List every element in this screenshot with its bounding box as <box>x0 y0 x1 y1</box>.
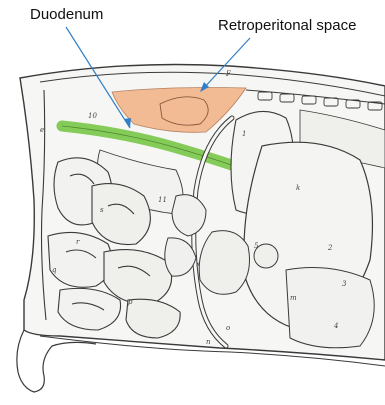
letter-label: 1 <box>242 130 246 138</box>
letter-label: x <box>196 260 200 268</box>
retroperitoneal-space-label: Retroperitonal space <box>218 17 356 34</box>
letter-label: 5 <box>254 242 259 250</box>
duodenum-label: Duodenum <box>30 6 103 23</box>
letter-label: p <box>128 298 133 306</box>
letter-label: 10 <box>88 112 97 120</box>
letter-label: o <box>226 324 230 332</box>
letter-label: 11 <box>158 196 167 204</box>
letter-label: s <box>100 206 104 214</box>
stomach <box>199 231 249 295</box>
liver-lobe-lower <box>286 268 374 348</box>
letter-label: n <box>206 338 211 346</box>
letter-label: 2 <box>327 244 333 252</box>
letter-label: e <box>40 126 44 134</box>
letter-label: 4 <box>333 322 338 330</box>
letter-label: 3 <box>342 280 347 288</box>
letter-label: k <box>296 184 300 192</box>
letter-label: m <box>290 294 297 302</box>
letter-label: q <box>52 266 57 274</box>
hind-limb <box>17 330 96 392</box>
